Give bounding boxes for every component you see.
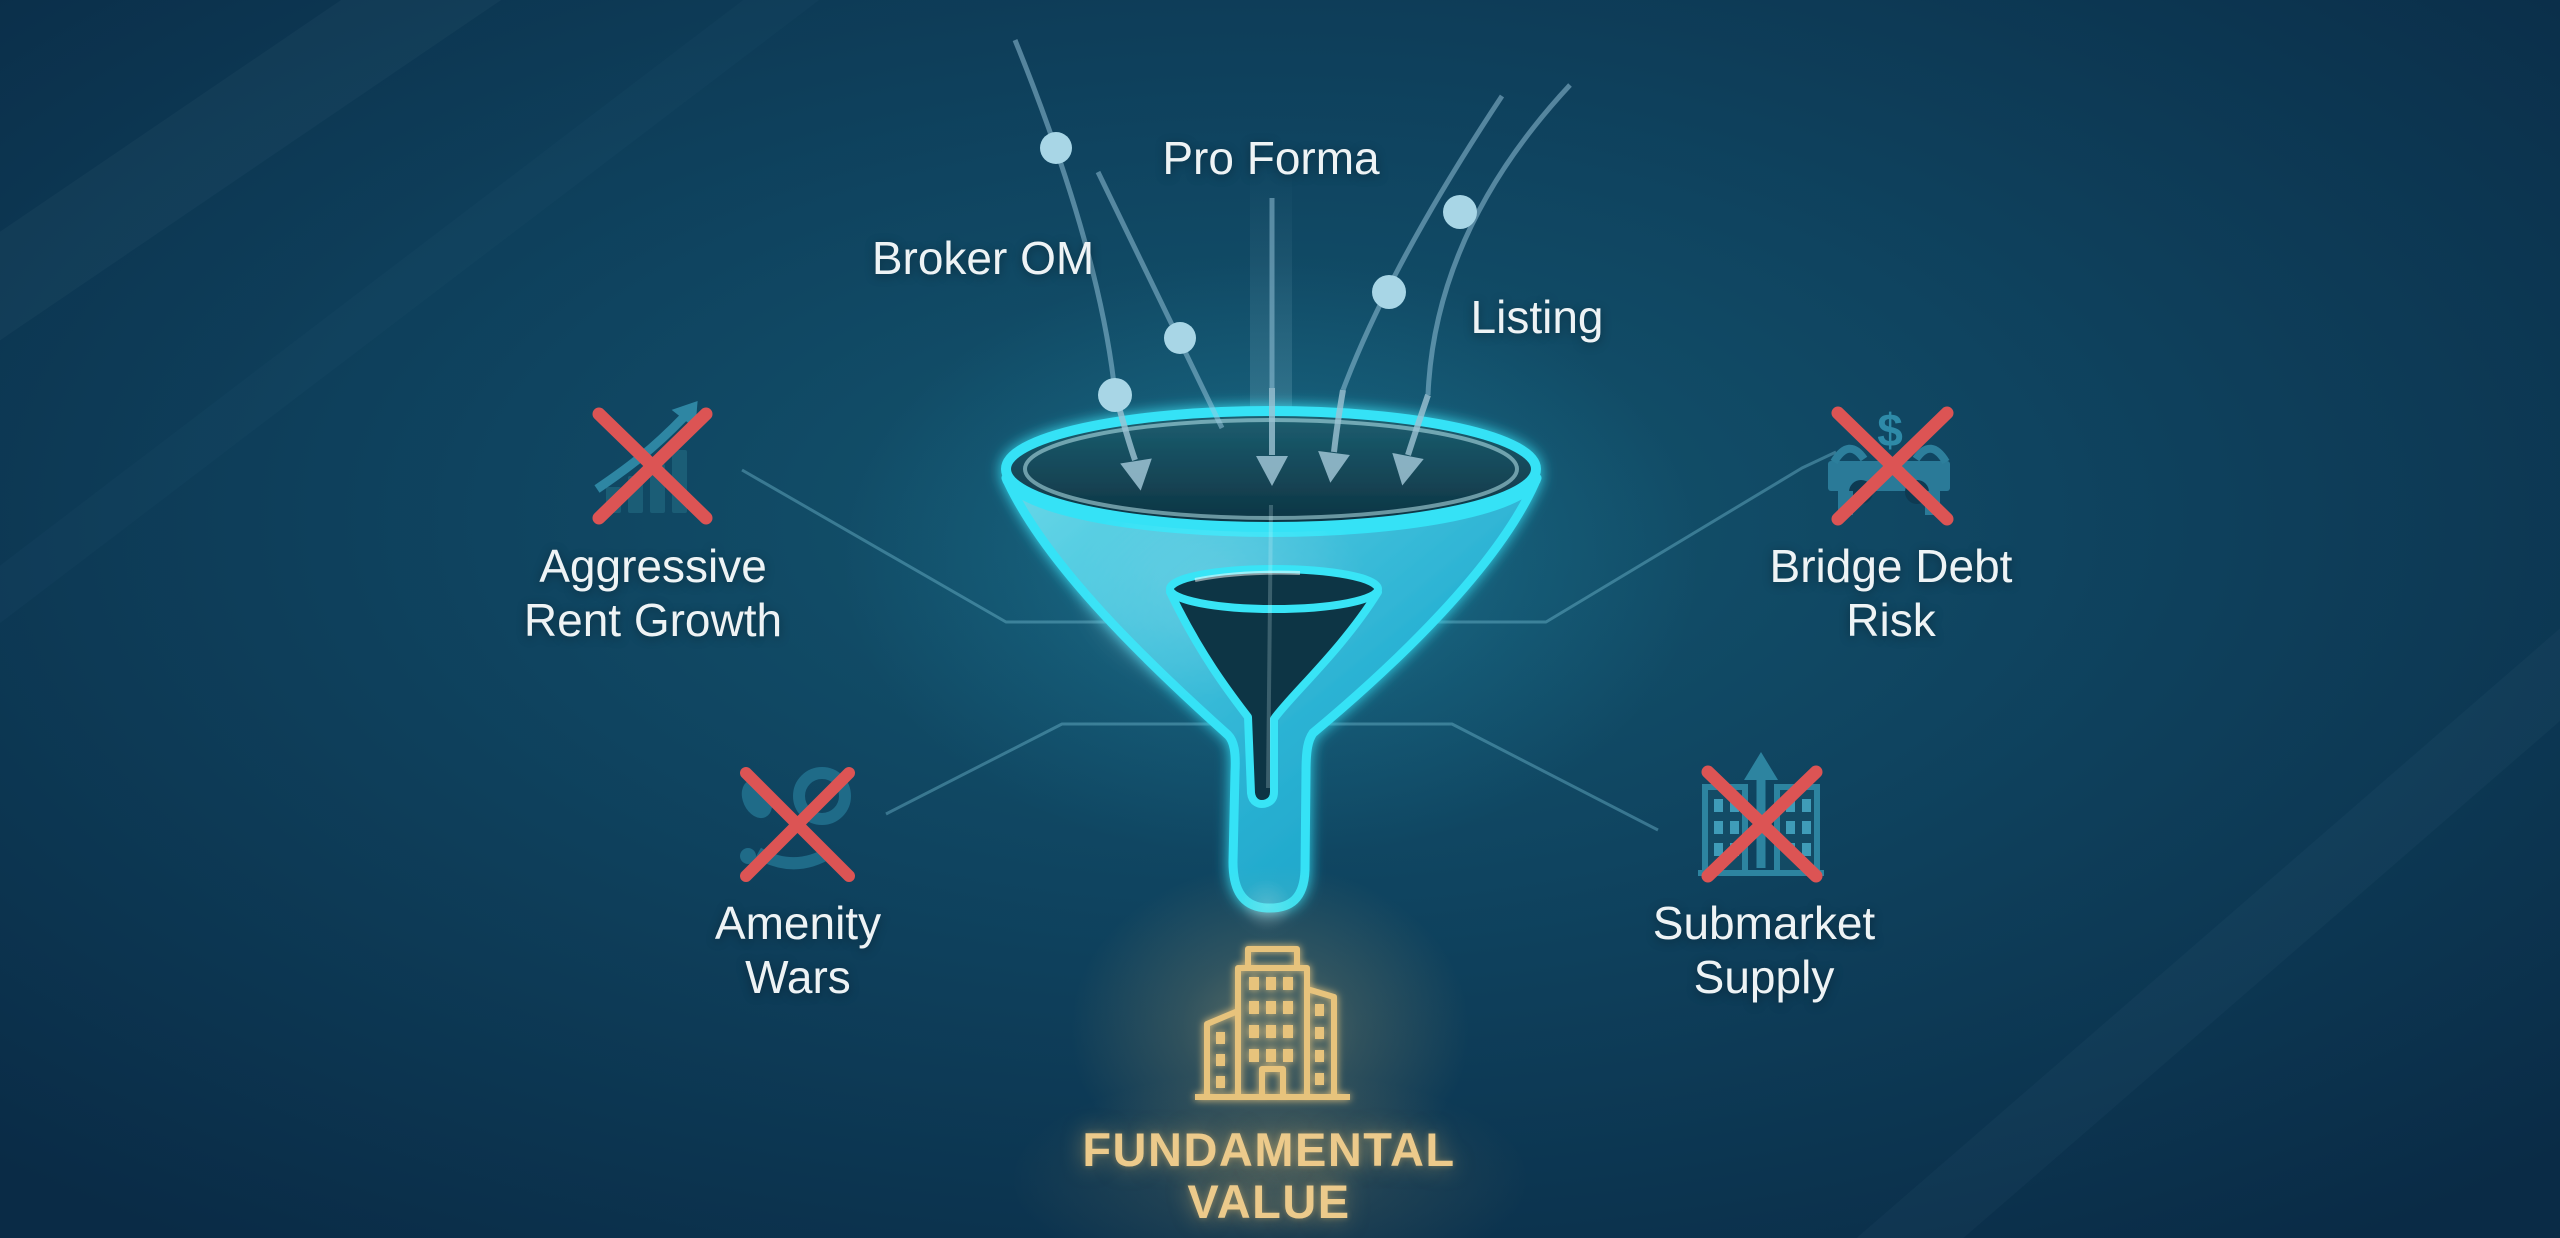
stream-dot-icon	[1372, 275, 1406, 309]
down-arrow-icon	[1120, 458, 1152, 491]
building-windows	[1216, 977, 1324, 1088]
rejected-label-submarket-supply: Submarket Supply	[1653, 896, 1875, 1004]
rejected-label-line: Bridge Debt	[1769, 540, 2013, 592]
down-arrow-icon	[1256, 456, 1288, 486]
stream-curve	[1340, 94, 1505, 391]
trace-left-bottom	[885, 722, 1218, 816]
red-x-icon	[1831, 406, 1954, 526]
circuit-traces	[741, 450, 1837, 832]
stream-curve	[1425, 83, 1572, 396]
building-right-tower	[1306, 986, 1337, 1097]
result-label-line: VALUE	[1187, 1175, 1351, 1228]
light-streak	[0, 0, 782, 595]
building-left-tower	[1204, 1008, 1240, 1097]
down-arrow-icon	[1318, 451, 1350, 483]
rejected-label-line: Aggressive	[539, 540, 767, 592]
stream-dot-icon	[1164, 322, 1196, 354]
stream-curve	[1095, 170, 1225, 430]
rejected-label-line: Rent Growth	[523, 594, 783, 646]
rejected-label-line: Supply	[1693, 951, 1835, 1003]
result-label-fundamental-value: FUNDAMENTAL VALUE	[1082, 1124, 1455, 1228]
stream-dot-icon	[1040, 132, 1072, 164]
rejected-label-bridge-debt-risk: Bridge Debt Risk	[1770, 539, 2013, 647]
building-roof-cap	[1245, 946, 1300, 968]
trace-right-top	[1408, 450, 1837, 624]
rejected-label-line: Wars	[745, 951, 851, 1003]
light-streak	[0, 0, 422, 287]
stream-dot-icon	[1443, 195, 1477, 229]
trace-right-bottom	[1322, 722, 1659, 832]
arrow-shaft	[1405, 394, 1431, 456]
stream-curve	[1012, 39, 1118, 394]
building-center-tower	[1235, 965, 1310, 1097]
red-x-icon	[592, 407, 713, 525]
rejected-label-line: Submarket	[1652, 897, 1876, 949]
red-x-icon	[740, 767, 855, 882]
input-label-listing: Listing	[1470, 291, 1604, 343]
inner-funnel-body	[1166, 588, 1382, 808]
inner-funnel-mouth	[1166, 565, 1382, 613]
rejected-label-line: Amenity	[714, 897, 882, 949]
building-door	[1259, 1066, 1286, 1100]
arrow-shaft	[1331, 389, 1346, 453]
down-arrow-icon	[1392, 452, 1424, 486]
rejected-label-aggressive-rent-growth: Aggressive Rent Growth	[524, 539, 782, 647]
input-streams	[1012, 39, 1572, 789]
inner-funnel-highlight	[1194, 570, 1301, 582]
result-label-line: FUNDAMENTAL	[1082, 1123, 1456, 1176]
inner-funnel-icon	[1166, 565, 1382, 808]
building-icon	[1195, 946, 1350, 1100]
input-label-broker-om: Broker OM	[871, 232, 1095, 284]
rejected-label-line: Risk	[1846, 594, 1936, 646]
input-label-pro-forma: Pro Forma	[1162, 132, 1380, 184]
rejected-label-amenity-wars: Amenity Wars	[715, 896, 881, 1004]
red-x-icon	[1701, 765, 1823, 883]
rejected-icons: $	[592, 400, 1954, 883]
stream-dot-icon	[1098, 378, 1132, 412]
stream-center-continuation	[1266, 504, 1273, 789]
